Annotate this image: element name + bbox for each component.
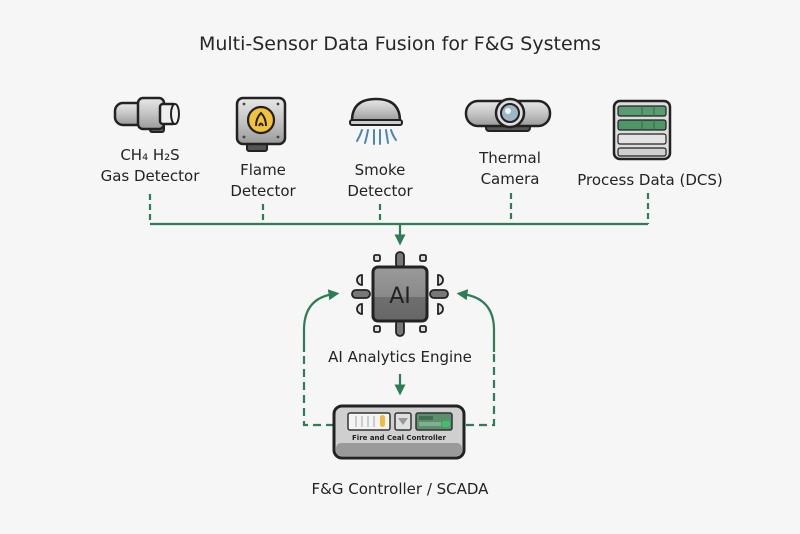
process-data-server-icon	[612, 99, 672, 161]
ai-chip-icon: AI	[351, 251, 449, 337]
process-data-label: Process Data (DCS)	[577, 171, 723, 189]
gas-detector-chemicals: CH₄ H₂S	[120, 146, 180, 164]
thermal-camera-label-line2: Camera	[480, 170, 540, 188]
sensor-gas-detector: CH₄ H₂S Gas Detector	[95, 145, 205, 187]
right-feedback-arrow	[456, 289, 496, 352]
ai-engine-label: AI Analytics Engine	[328, 348, 472, 366]
right-feedback-dashed	[466, 350, 496, 427]
gas-detector-label: Gas Detector	[100, 167, 200, 185]
sensor-process-data: Process Data (DCS)	[570, 170, 730, 191]
sensor-smoke-detector: Smoke Detector	[330, 160, 430, 202]
thermal-camera-icon	[464, 97, 552, 132]
left-feedback-dashed	[302, 350, 334, 427]
controller-panel-icon: Fire and Ceal Controller	[332, 404, 466, 460]
thermal-camera-label-line1: Thermal	[479, 149, 541, 167]
controller-label: F&G Controller / SCADA	[311, 480, 489, 498]
flame-detector-icon	[235, 96, 287, 152]
sensor-bus	[148, 193, 650, 246]
sensor-flame-detector: Flame Detector	[213, 160, 313, 202]
smoke-detector-label-line1: Smoke	[354, 161, 406, 179]
diagram-title: Multi-Sensor Data Fusion for F&G Systems	[198, 33, 602, 55]
smoke-detector-icon	[349, 97, 403, 145]
flame-detector-label-line1: Flame	[240, 161, 286, 179]
flame-detector-label-line2: Detector	[230, 182, 296, 200]
ai-chip-text: AI	[389, 284, 411, 309]
left-feedback-arrow	[302, 289, 340, 352]
sensor-thermal-camera: Thermal Camera	[460, 148, 560, 190]
gas-detector-icon	[113, 96, 180, 133]
controller-panel-text: Fire and Ceal Controller	[352, 434, 447, 442]
smoke-detector-label-line2: Detector	[347, 182, 413, 200]
